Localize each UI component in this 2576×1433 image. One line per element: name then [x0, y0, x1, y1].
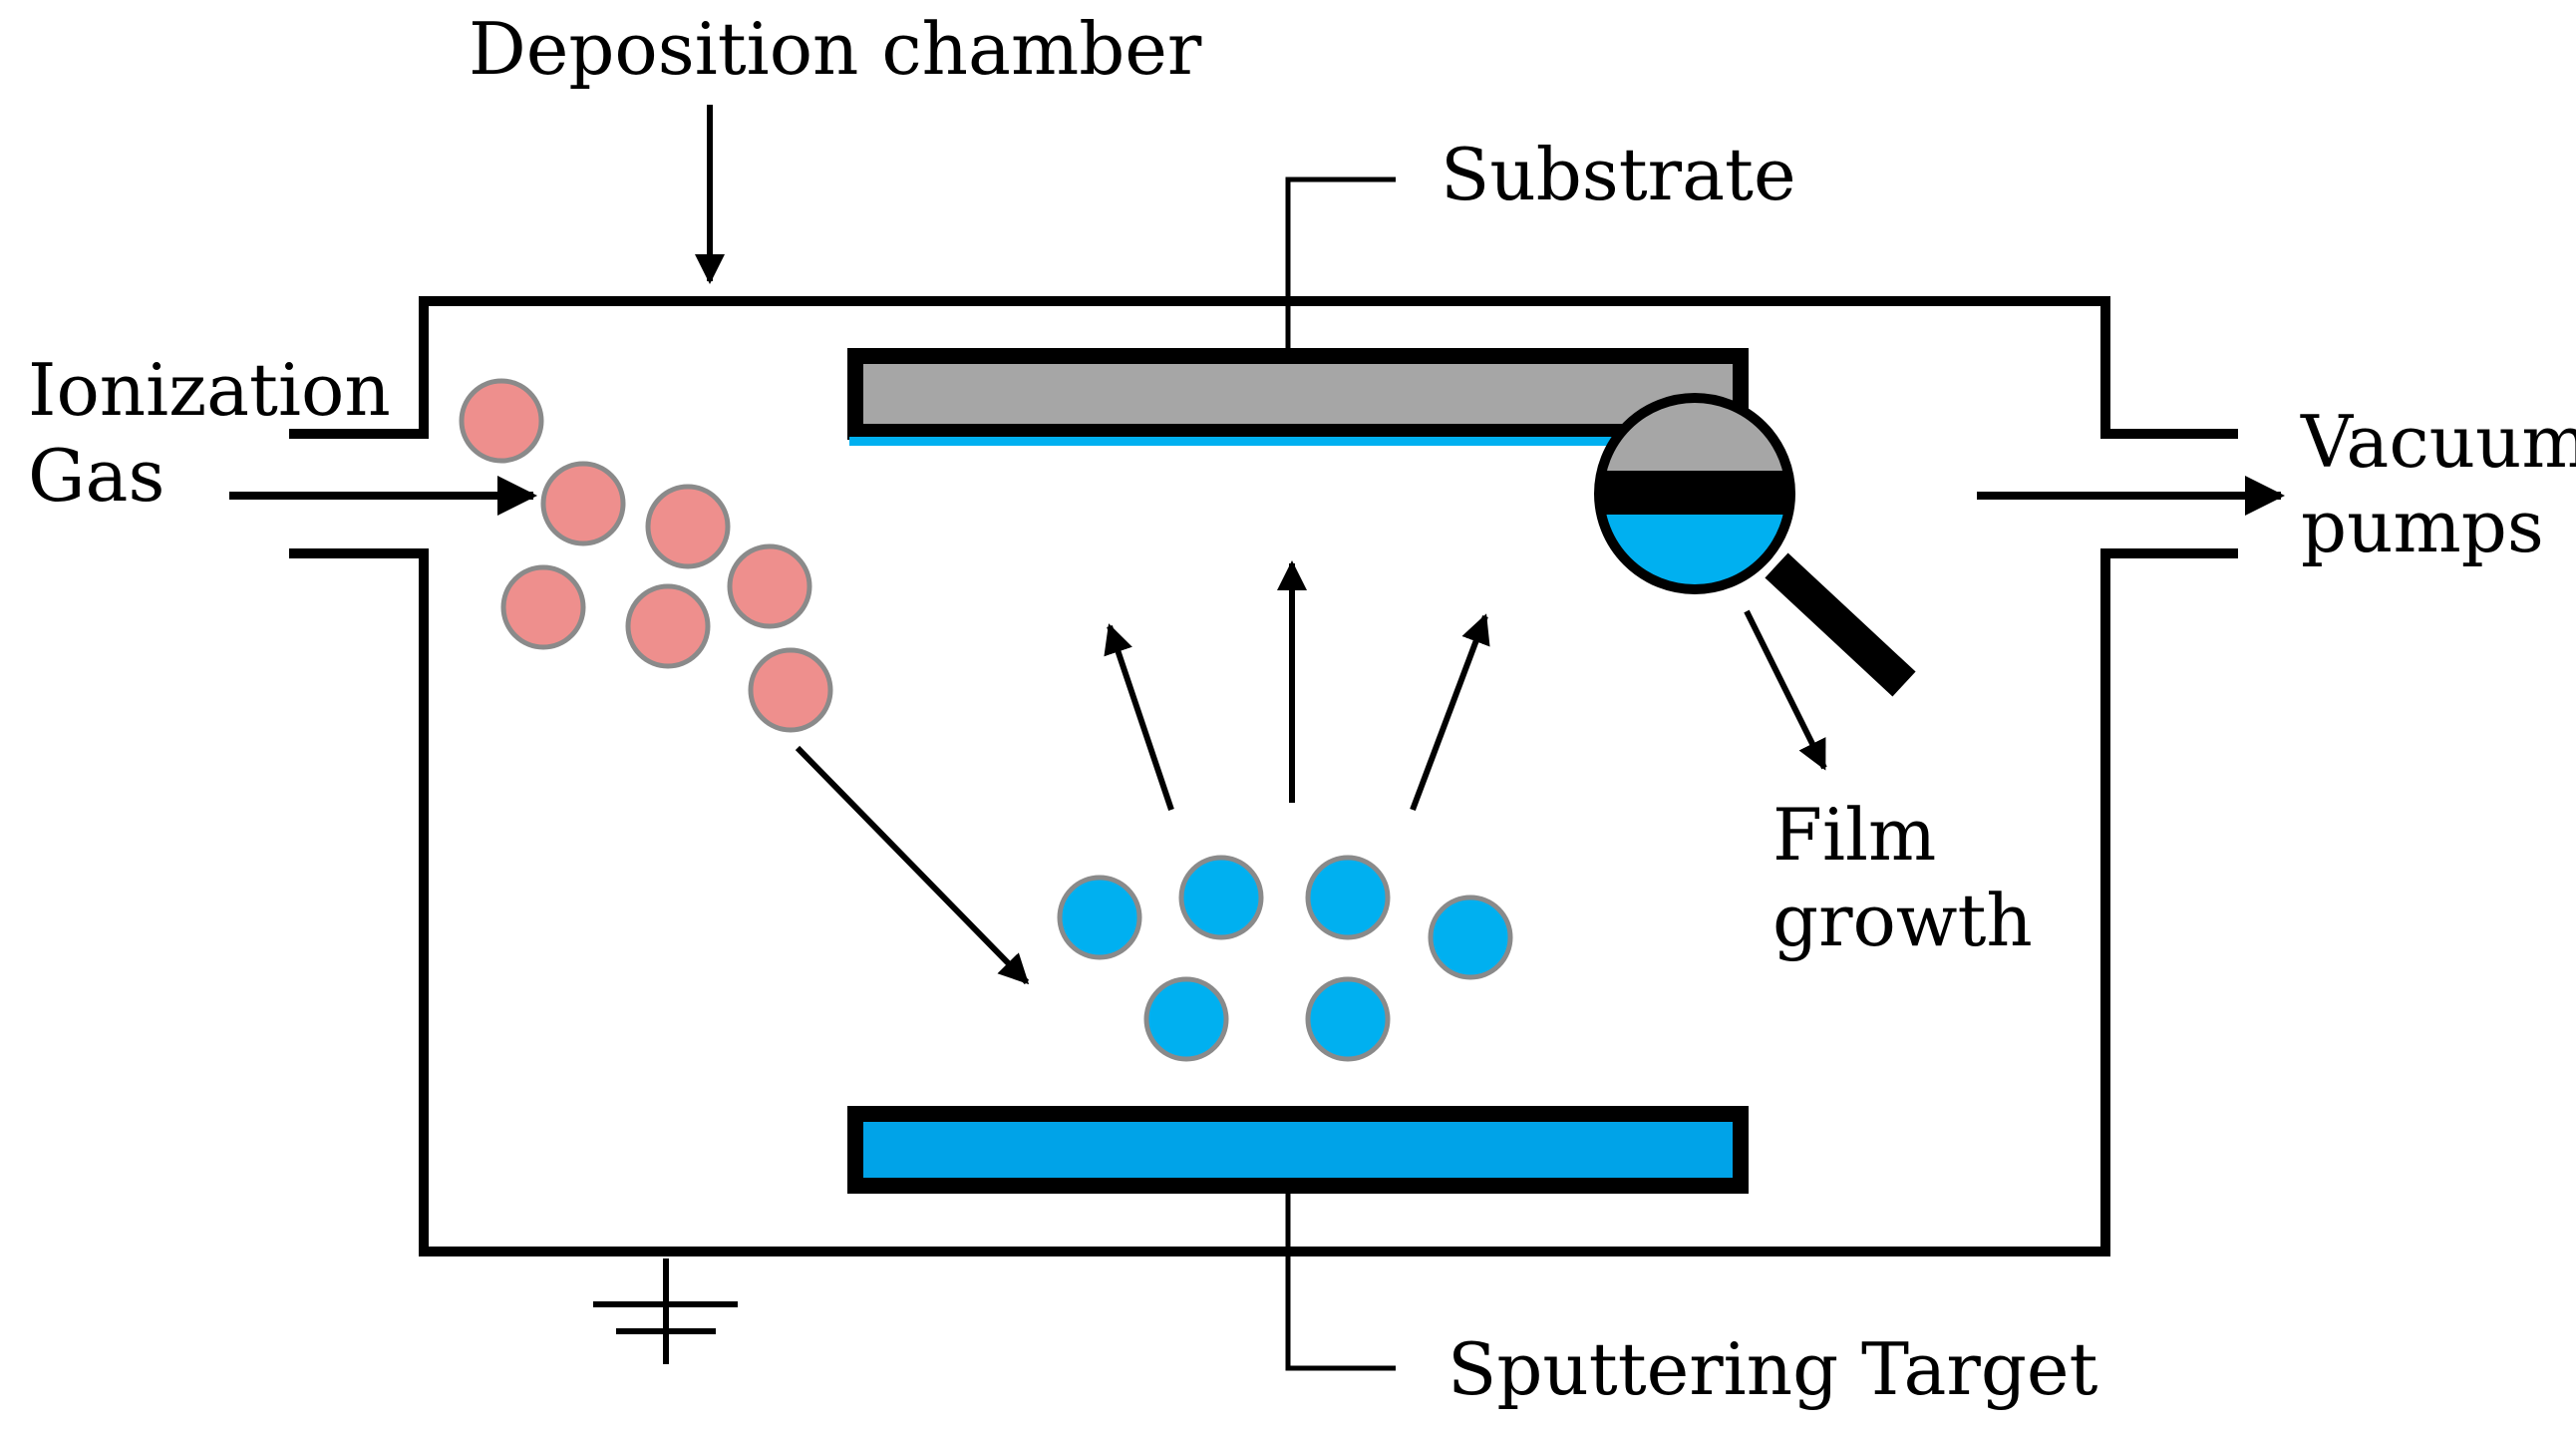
deposition-arrow-left [1104, 623, 1174, 811]
vacuum-pumps-label-line2: pumps [2301, 485, 2544, 568]
sputtered-particle [1178, 855, 1264, 940]
target-leader-line [1285, 1194, 1396, 1371]
ionization-gas-label-line2: Gas [28, 434, 164, 518]
sputtering-target-label: Sputtering Target [1448, 1327, 2098, 1411]
substrate-label: Substrate [1441, 133, 1796, 216]
vacuum-pumps-label-line1: Vacuum [2300, 400, 2576, 484]
sputtered-particle [1057, 875, 1142, 960]
ion-particle [748, 647, 833, 733]
deposition-arrows [1104, 560, 1490, 812]
sputtered-particle [1305, 855, 1391, 940]
ion-particle [625, 583, 711, 669]
film-growth-arrow [1744, 609, 1827, 771]
ion-bombardment-arrow [795, 745, 1030, 985]
deposition-arrow-right [1410, 613, 1490, 812]
ion-particle [540, 461, 626, 546]
ground-icon [593, 1258, 738, 1364]
film-growth-label-line1: Film [1772, 793, 1936, 877]
substrate-leader-line [1285, 177, 1396, 348]
deposition-chamber-wall [289, 296, 2238, 1256]
sputtering-target-plate [847, 1106, 1749, 1194]
magnifier-icon [1594, 393, 1916, 697]
ion-particle [727, 543, 812, 629]
sputtered-particle [1428, 895, 1513, 980]
ion-particle [459, 378, 544, 464]
film-growth-label-line2: growth [1772, 879, 2033, 962]
ion-particle [645, 484, 731, 569]
sputtered-particle [1143, 976, 1229, 1062]
substrate-plate [847, 348, 1749, 440]
ionization-gas-label-line1: Ionization [28, 348, 391, 432]
ion-particles [459, 378, 833, 733]
film-layer [849, 437, 1647, 446]
sputtered-particle [1305, 976, 1391, 1062]
ion-particle [500, 564, 586, 650]
sputtered-particles [1057, 855, 1513, 1062]
deposition-chamber-label: Deposition chamber [469, 7, 1202, 91]
